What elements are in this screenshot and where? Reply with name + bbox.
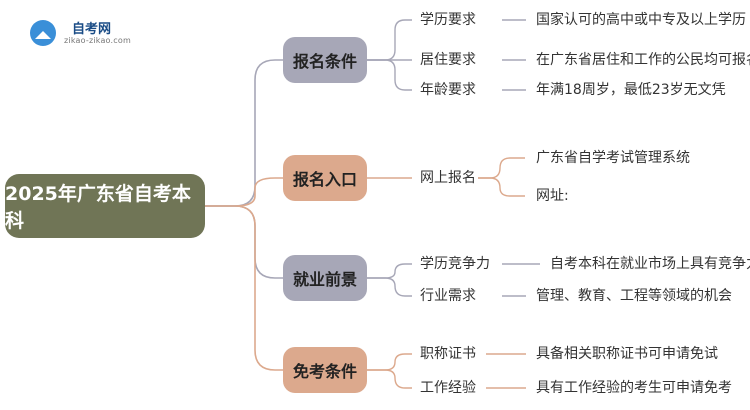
branch-node-registration-entry: 报名入口 — [283, 155, 367, 201]
branch-node-exemption-conditions: 免考条件 — [283, 347, 367, 393]
connector-root-branch4 — [205, 205, 283, 371]
key-residence-requirement: 居住要求 — [420, 52, 476, 68]
branch-node-registration-conditions: 报名条件 — [283, 37, 367, 83]
value-education-competitiveness: 自考本科在就业市场上具有竞争力 — [550, 256, 750, 272]
graduation-cap-icon — [30, 20, 56, 46]
key-education-competitiveness: 学历竞争力 — [420, 256, 490, 272]
value-age-requirement: 年满18周岁，最低23岁无文凭 — [536, 82, 726, 98]
connector-root-branch1 — [205, 59, 283, 207]
connector-root-branch2 — [205, 177, 283, 207]
key-online-registration: 网上报名 — [420, 170, 476, 186]
branch-node-employment-prospects: 就业前景 — [283, 255, 367, 301]
logo-name: 自考网 — [72, 22, 112, 37]
logo-url: zikao-zikao.com — [64, 36, 131, 45]
value-industry-demand: 管理、教育、工程等领域的机会 — [536, 288, 732, 304]
site-logo[interactable]: 自考网 zikao-zikao.com — [30, 16, 150, 52]
key-age-requirement: 年龄要求 — [420, 82, 476, 98]
value-exam-system: 广东省自学考试管理系统 — [536, 150, 690, 166]
key-industry-demand: 行业需求 — [420, 288, 476, 304]
value-residence-requirement: 在广东省居住和工作的公民均可报名 — [536, 52, 750, 68]
key-professional-certificate: 职称证书 — [420, 346, 476, 362]
value-education-requirement: 国家认可的高中或中专及以上学历 — [536, 12, 746, 28]
connector-root-branch3 — [205, 205, 283, 279]
key-work-experience: 工作经验 — [420, 380, 476, 396]
key-education-requirement: 学历要求 — [420, 12, 476, 28]
value-work-experience: 具有工作经验的考生可申请免考 — [536, 380, 732, 396]
value-professional-certificate: 具备相关职称证书可申请免试 — [536, 346, 718, 362]
value-website: 网址: — [536, 188, 569, 204]
root-node: 2025年广东省自考本科 — [5, 174, 205, 238]
